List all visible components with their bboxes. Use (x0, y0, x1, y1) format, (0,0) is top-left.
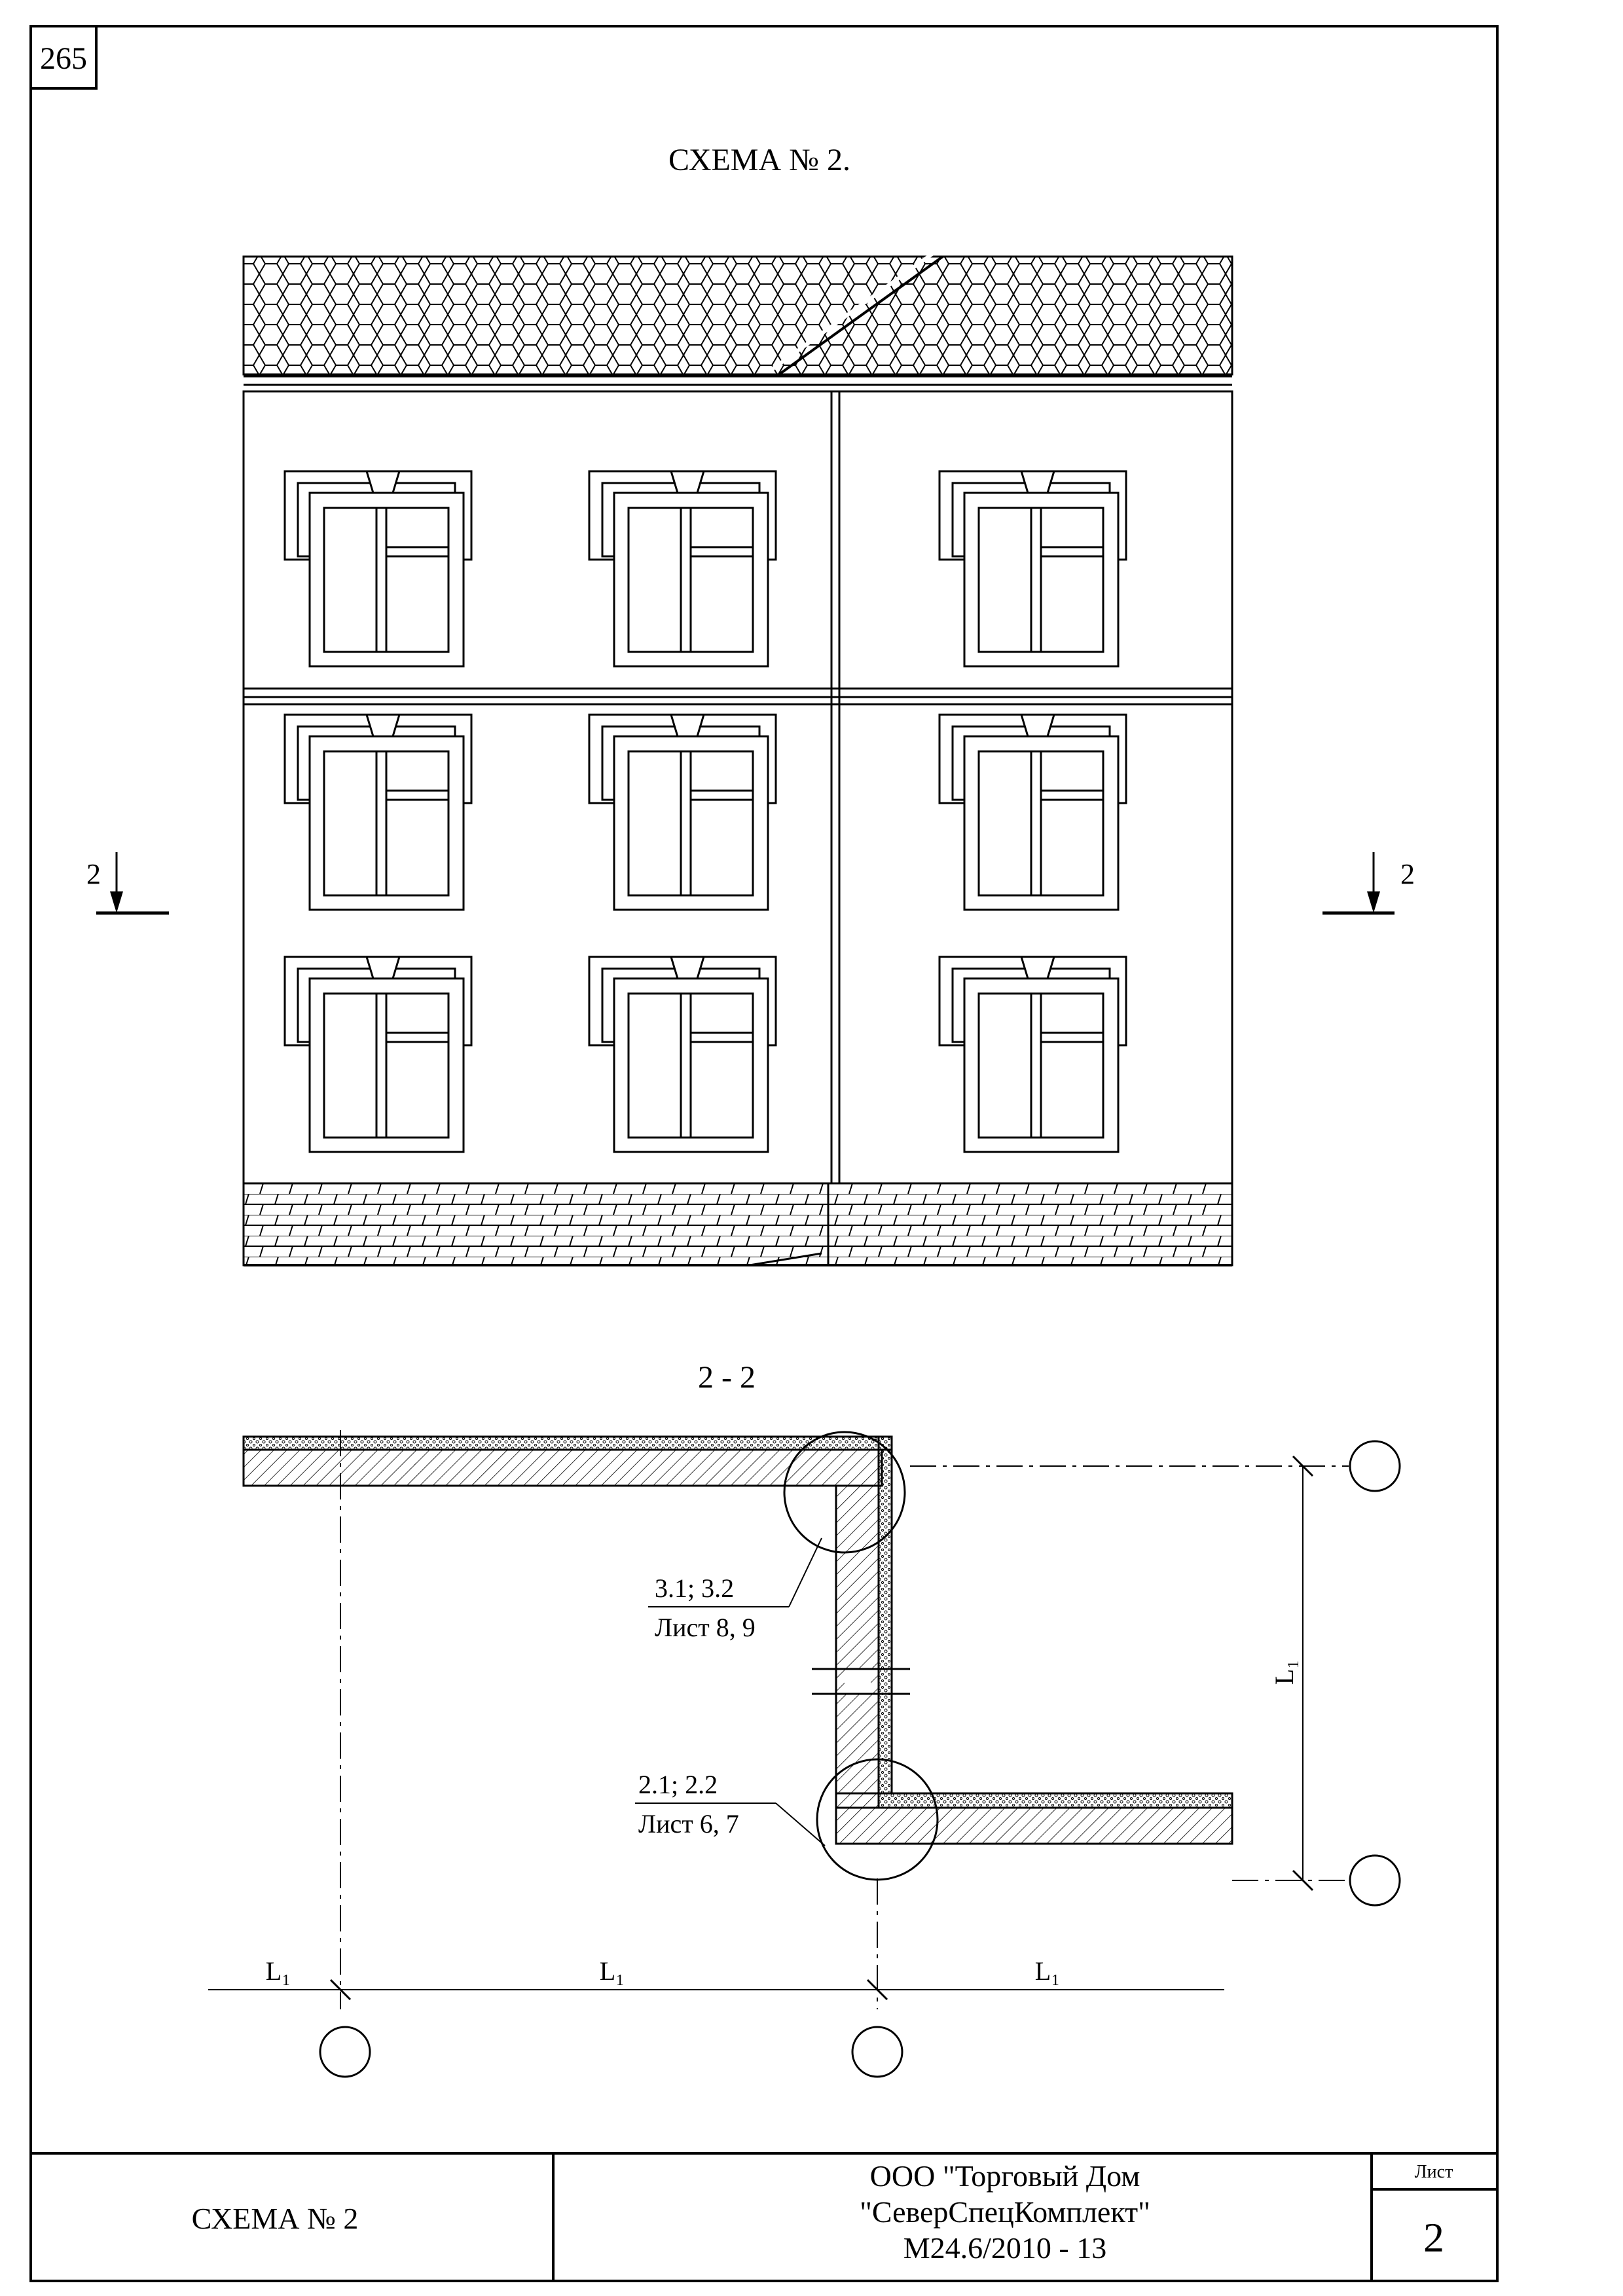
callout-lower-sheet: Лист 6, 7 (638, 1809, 739, 1839)
section-marker-right: 2 (1322, 852, 1415, 915)
title-block-company-line1: ООО "Торговый Дом (870, 2159, 1140, 2193)
title-block-drawing-name: СХЕМА № 2 (192, 2202, 359, 2235)
callout-upper-sheet: Лист 8, 9 (655, 1613, 756, 1642)
section-marker-left: 2 (86, 852, 169, 915)
title-block-company-line2: "СеверСпецКомплект" (860, 2195, 1150, 2229)
plinth-brick (242, 1182, 1233, 1266)
drawing-title: СХЕМА № 2. (668, 143, 850, 177)
callout-lower-refs: 2.1; 2.2 (638, 1770, 718, 1799)
sheet-frame (29, 25, 1499, 2282)
roof-tiles (242, 255, 1233, 376)
dimension-bottom-middle: L₁ (600, 1956, 625, 1986)
dimension-bottom-right: L₁ (1035, 1956, 1060, 1986)
title-block-sheet-value: 2 (1423, 2214, 1444, 2261)
title-block-sheet-label: Лист (1415, 2162, 1453, 2182)
sheet-number: 265 (40, 41, 87, 76)
section-label-right: 2 (1400, 858, 1415, 890)
sheet-number-box (29, 25, 98, 90)
section-plan: L₁ L₁ L₁ L₁ 3.1; 3.2 Лист 8, 9 2.1; 2.2 … (208, 1430, 1401, 2078)
dimension-vertical: L₁ (1269, 1660, 1299, 1685)
title-block-document-code: М24.6/2010 - 13 (903, 2231, 1107, 2265)
section-title: 2 - 2 (698, 1360, 756, 1395)
section-label-left: 2 (86, 858, 101, 890)
dimension-bottom-left: L₁ (266, 1956, 291, 1986)
facade-elevation (242, 250, 1233, 1266)
callout-upper-refs: 3.1; 3.2 (655, 1573, 734, 1603)
title-block: СХЕМА № 2 ООО "Торговый Дом "СеверСпецКо… (31, 2152, 1497, 2281)
